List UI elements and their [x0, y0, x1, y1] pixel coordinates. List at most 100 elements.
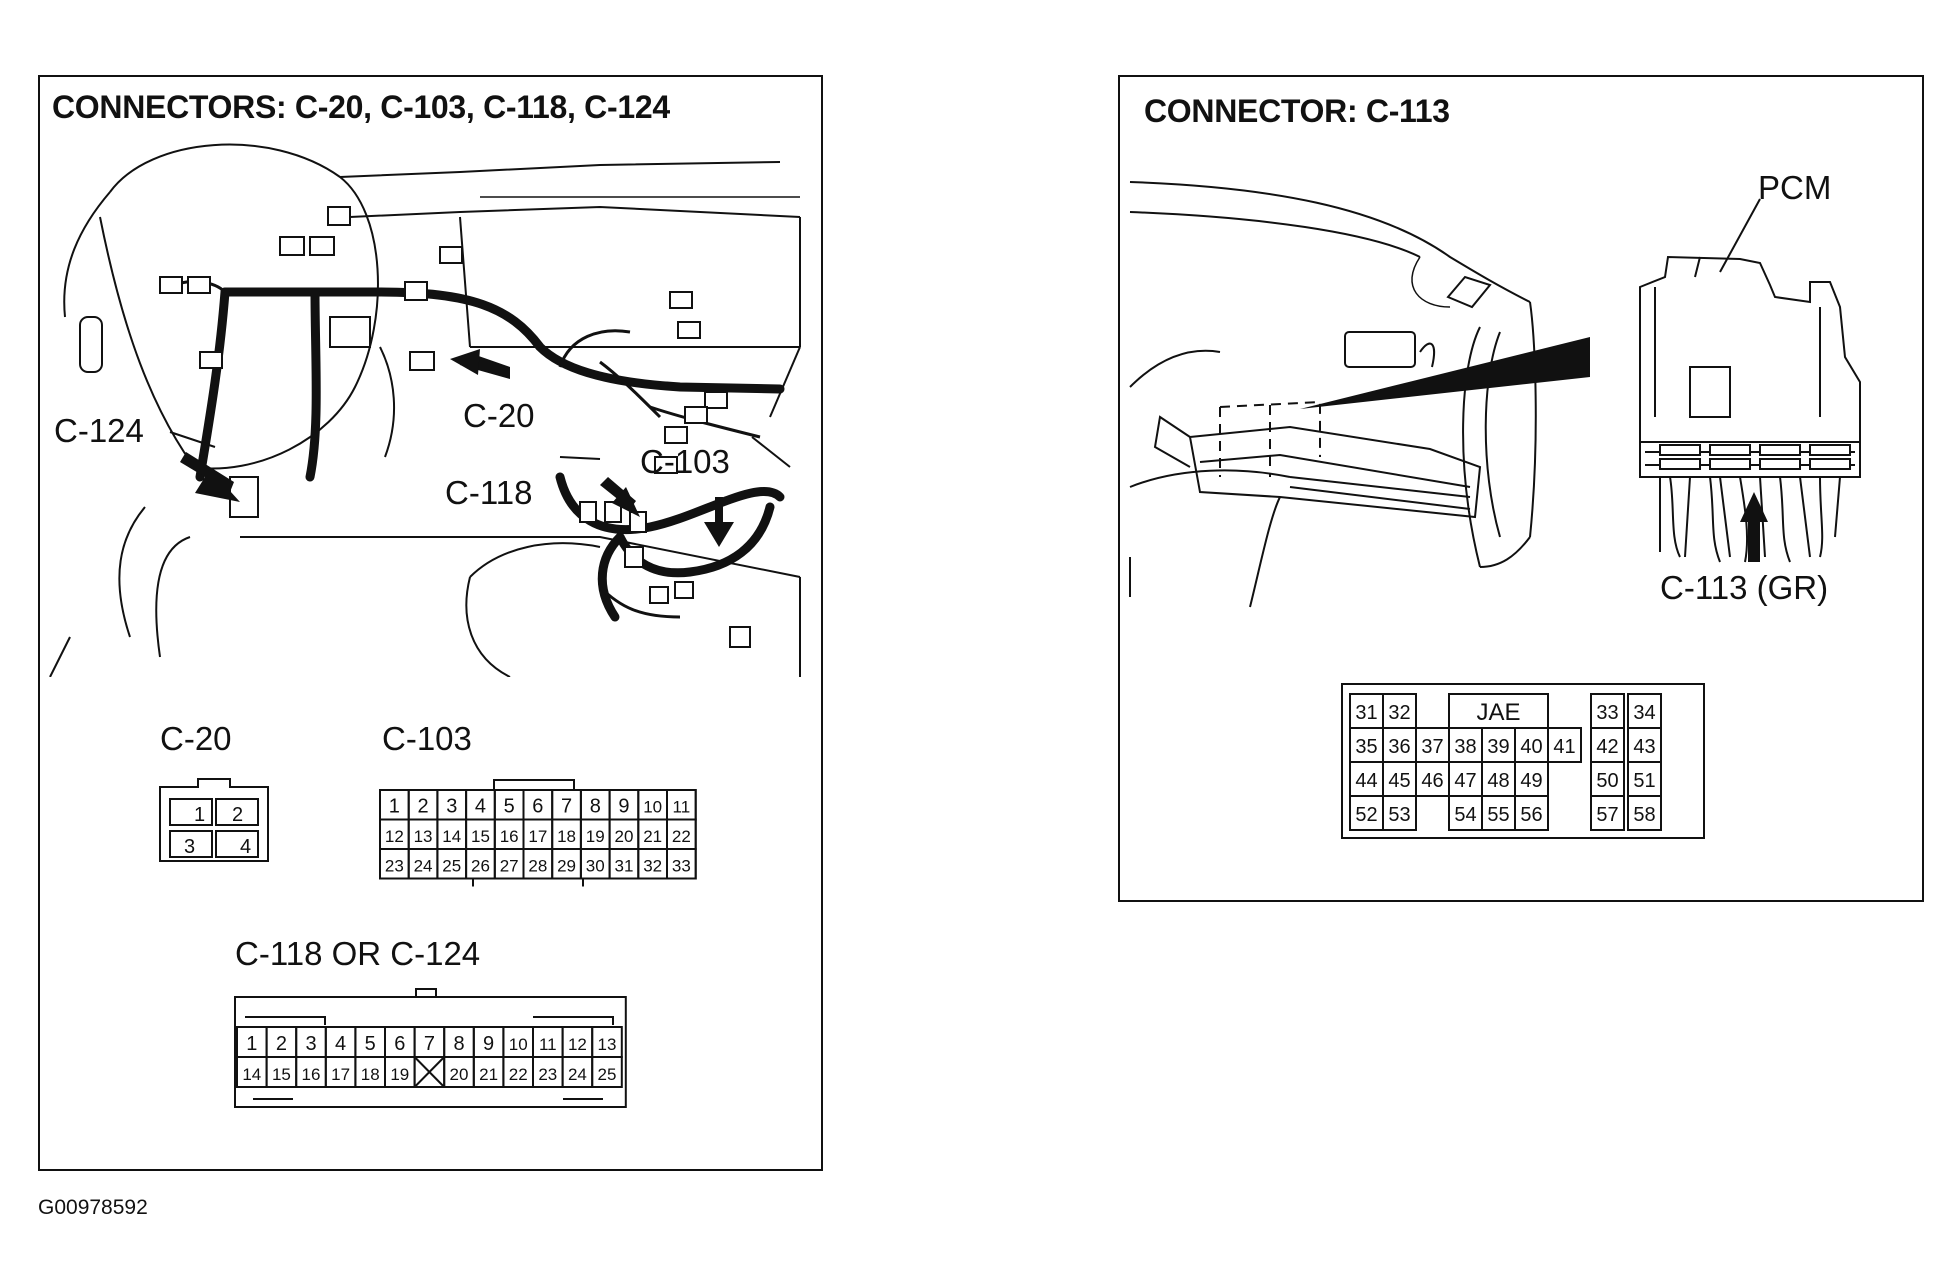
c118-pin-label: 22: [509, 1065, 528, 1084]
c113-pin-label: 52: [1355, 804, 1377, 826]
c118-pin-label: 16: [302, 1065, 321, 1084]
c103-pin-label: 27: [500, 857, 519, 876]
c118-pin-label: 21: [479, 1065, 498, 1084]
c113-pin-label: 39: [1487, 736, 1509, 758]
c103-pin-label: 19: [586, 827, 605, 846]
c103-pin-label: 17: [528, 827, 547, 846]
callout-c20: C-20: [463, 397, 535, 434]
c118-pin-label: 19: [390, 1065, 409, 1084]
c113-pin-label: 32: [1388, 702, 1410, 724]
c103-pin-label: 24: [414, 857, 433, 876]
figure-id: G00978592: [38, 1196, 148, 1219]
c103-pin-label: 4: [475, 796, 486, 818]
c113-pin-label: 58: [1633, 804, 1655, 826]
callout-pcm: PCM: [1758, 169, 1831, 206]
c103-pin-label: 25: [442, 857, 461, 876]
c118-blank-pin: [413, 1056, 445, 1088]
c113-pin-label: 31: [1355, 702, 1377, 724]
c118-pin-label: 15: [272, 1065, 291, 1084]
c113-pin-label: 45: [1388, 770, 1410, 792]
callout-c103: C-103: [640, 443, 730, 480]
c113-pin-label: 48: [1487, 770, 1509, 792]
c103-pin-cell: [666, 848, 697, 880]
c103-pin-label: 32: [643, 857, 662, 876]
c118-pin-label: 14: [242, 1065, 261, 1084]
c118-pin-label: 4: [335, 1033, 346, 1055]
c118-pin-label: 2: [276, 1033, 287, 1055]
c103-pin-label: 13: [414, 827, 433, 846]
c103-pin-label: 8: [590, 796, 601, 818]
callout-c124: C-124: [54, 412, 144, 449]
callout-c118: C-118: [445, 474, 532, 511]
c118-pin-label: 7: [424, 1033, 435, 1055]
c103-pin-label: 28: [528, 857, 547, 876]
c113-pin-label: 47: [1454, 770, 1476, 792]
c103-pin-label: 22: [672, 827, 691, 846]
c103-pin-label: 6: [532, 796, 543, 818]
c103-title: C-103: [382, 720, 472, 757]
left-connector-panel: CONNECTORS: C-20, C-103, C-118, C-124: [38, 75, 823, 1171]
c118-pin-cell: [591, 1056, 623, 1088]
c20-connector-face: 1 2 3 4: [159, 778, 269, 862]
c113-pin-cell: [1382, 795, 1417, 831]
callout-c113: C-113 (GR): [1660, 569, 1828, 606]
c118-pin-label: 5: [365, 1033, 376, 1055]
c113-pin-label: 53: [1388, 804, 1410, 826]
c118-pin-label: 24: [568, 1065, 587, 1084]
c103-pin-label: 9: [618, 796, 629, 818]
c103-pin-label: 21: [643, 827, 662, 846]
c113-pin-label: 43: [1633, 736, 1655, 758]
c103-pin-label: 20: [614, 827, 633, 846]
c103-pin-label: 2: [417, 796, 428, 818]
c103-pin-label: 26: [471, 857, 490, 876]
right-panel-title: CONNECTOR: C-113: [1144, 93, 1450, 129]
c103-pin-label: 15: [471, 827, 490, 846]
c113-pin-label: 57: [1596, 804, 1618, 826]
c118-pin-label: 20: [450, 1065, 469, 1084]
c113-pin-label: 51: [1633, 770, 1655, 792]
c20-title: C-20: [160, 720, 232, 757]
c118-pin-label: 25: [598, 1065, 617, 1084]
c103-pin-label: 31: [614, 857, 633, 876]
c118-pin-label: 6: [394, 1033, 405, 1055]
c103-pin-label: 29: [557, 857, 576, 876]
c103-pin-label: 30: [586, 857, 605, 876]
c118-pin-label: 10: [509, 1035, 528, 1054]
c103-pin-label: 3: [446, 796, 457, 818]
c113-pin-label: 56: [1520, 804, 1542, 826]
c118-pin-label: 1: [246, 1033, 257, 1055]
c113-pin-label: 54: [1454, 804, 1476, 826]
c118-pin-label: 11: [539, 1035, 557, 1054]
c103-pin-label: 16: [500, 827, 519, 846]
c103-pin-label: 14: [442, 827, 461, 846]
c103-pin-label: 12: [385, 827, 404, 846]
c20-pin-1: 1: [194, 804, 205, 826]
c103-pin-label: 10: [643, 798, 662, 817]
c103-pin-label: 23: [385, 857, 404, 876]
dashboard-harness-illustration: C-20 C-103 C-118 C-124: [49, 143, 801, 677]
c113-pin-label: 35: [1355, 736, 1377, 758]
c113-pin-label: 46: [1421, 770, 1443, 792]
c113-pin-label: 33: [1596, 702, 1618, 724]
c113-pin-label: 38: [1454, 736, 1476, 758]
c103-pin-label: 5: [504, 796, 515, 818]
c113-pin-label: 49: [1520, 770, 1542, 792]
c113-pin-cell: [1627, 795, 1662, 831]
c113-pin-label: 44: [1355, 770, 1377, 792]
c113-pin-cell: [1514, 795, 1549, 831]
c118-pin-label: 18: [361, 1065, 380, 1084]
c20-pin-2: 2: [232, 804, 243, 826]
c113-pin-cell: [1547, 727, 1582, 763]
c118-title: C-118 OR C-124: [235, 935, 481, 972]
c113-pin-cell: [1590, 795, 1625, 831]
c113-pin-label: 55: [1487, 804, 1509, 826]
c118-pin-label: 3: [305, 1033, 316, 1055]
c118-pin-label: 8: [453, 1033, 464, 1055]
c103-pin-label: 11: [673, 798, 691, 817]
c103-pin-label: 7: [561, 796, 572, 818]
c118-pin-label: 9: [483, 1033, 494, 1055]
left-panel-title: CONNECTORS: C-20, C-103, C-118, C-124: [52, 89, 670, 125]
c20-pin-4: 4: [240, 836, 251, 858]
